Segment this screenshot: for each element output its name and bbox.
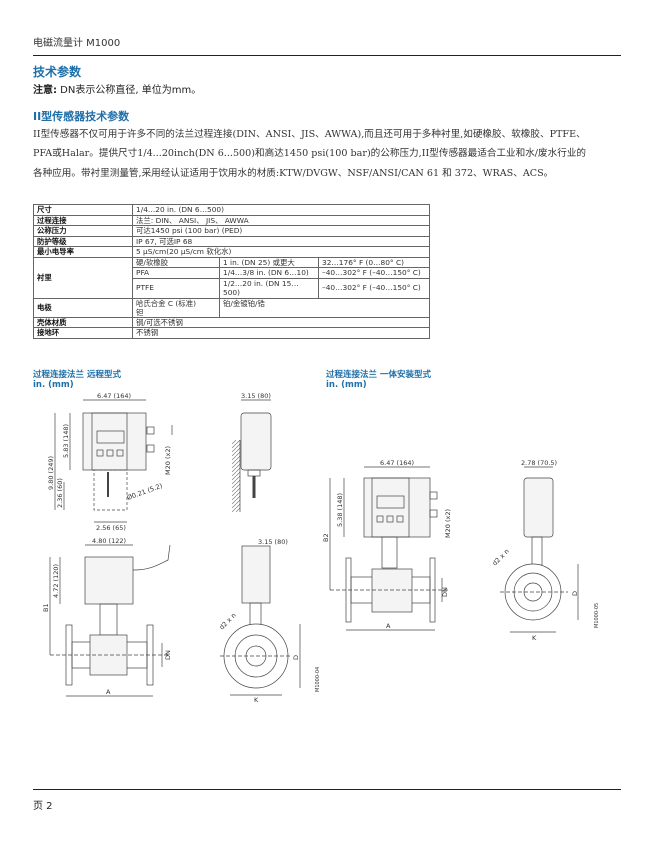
table-row: 电极哈氏合金 C (标准)钽 铂/金镀铂/锆	[33, 297, 430, 318]
row-value: 不锈钢	[132, 327, 430, 339]
dim-label: 2.56 (65)	[96, 524, 126, 532]
dim-label: Ø0.21 (5.2)	[126, 482, 164, 502]
remote-sensor-side: 3.15 (80) d2 x n D K M1000-04	[218, 538, 321, 704]
dim-label: d2 x n	[491, 547, 511, 567]
row-value: 法兰: DIN、 ANSI、 JIS、 AWWA	[132, 214, 430, 226]
dim-label: A	[386, 622, 391, 630]
dim-label: 2.78 (70.5)	[521, 459, 557, 467]
dim-label: 6.47 (164)	[97, 392, 131, 400]
remote-transmitter-front: 6.47 (164) 9.80 (249) 5.83 (148) 2.36 (6…	[47, 392, 173, 532]
figure-code: M1000-05	[594, 603, 600, 628]
dim-label: 3.15 (80)	[241, 392, 271, 400]
row-label: 电极	[33, 297, 133, 318]
page-number: 页 2	[33, 801, 53, 812]
row-value: 1/4…20 in. (DN 6…500)	[132, 204, 430, 216]
remote-transmitter-side: 3.15 (80)	[232, 392, 272, 512]
note-text: DN表示公称直径, 单位为mm。	[57, 85, 202, 96]
row-value: 可达1450 psi (100 bar) (PED)	[132, 225, 430, 237]
table-row: 接地环不锈钢	[33, 327, 430, 339]
figure-code: M1000-04	[315, 667, 321, 692]
footer-rule	[33, 789, 621, 790]
dim-label: 5.38 (148)	[336, 493, 344, 527]
dim-label: 6.47 (164)	[380, 459, 414, 467]
dim-label: A	[106, 688, 111, 696]
dim-label: 2.36 (60)	[56, 478, 64, 508]
dim-label: 5.83 (148)	[62, 424, 70, 458]
dim-label: K	[532, 634, 537, 642]
dim-label: 3.15 (80)	[258, 538, 288, 546]
dim-label: d2 x n	[218, 611, 238, 631]
dim-label: B2	[322, 533, 330, 542]
compact-front: 6.47 (164) 5.38 (148) B2 M20 (x2) DN A	[322, 459, 452, 631]
remote-title: 过程连接法兰 远程型式	[33, 370, 121, 380]
dim-label: 9.80 (249)	[47, 456, 55, 490]
section-title: 技术参数	[33, 65, 82, 79]
dim-label: 4.72 (120)	[52, 564, 60, 598]
dim-label: DN	[441, 587, 449, 597]
sensor-paragraph: II型传感器不仅可用于许多不同的法兰过程连接(DIN、ANSI、JIS、AWWA…	[33, 129, 587, 179]
electrode-value: 钽	[136, 307, 144, 317]
electrode-value: 铂/金镀铂/锆	[219, 297, 430, 318]
compact-units: in. (mm)	[326, 380, 367, 390]
header-rule	[33, 55, 621, 56]
dim-label: K	[254, 696, 259, 704]
compact-side: 2.78 (70.5) d2 x n D K M1000-05	[491, 459, 600, 642]
table-row: 公称压力可达1450 psi (100 bar) (PED)	[33, 225, 430, 237]
dim-label: 4.80 (122)	[92, 537, 126, 545]
dim-label: D	[571, 591, 579, 596]
dim-label: D	[292, 655, 300, 660]
remote-sensor-front: 4.80 (122) 4.72 (120) B1 DN A	[42, 537, 172, 697]
compact-title: 过程连接法兰 一体安装型式	[326, 370, 431, 380]
table-row: 过程连接法兰: DIN、 ANSI、 JIS、 AWWA	[33, 214, 430, 226]
dim-label: DN	[164, 650, 172, 660]
sensor-title: II型传感器技术参数	[33, 110, 130, 123]
note-label: 注意:	[33, 85, 57, 96]
note: 注意: DN表示公称直径, 单位为mm。	[33, 81, 201, 96]
row-value: IP 67, 可选IP 68	[132, 235, 430, 247]
electrode-value: 哈氏合金 C (标准)	[136, 298, 196, 308]
dim-label: B1	[42, 603, 50, 612]
running-header: 电磁流量计 M1000	[33, 38, 121, 49]
remote-units: in. (mm)	[33, 380, 74, 390]
dim-label: M20 (x2)	[444, 509, 452, 538]
dim-label: M20 (x2)	[164, 446, 172, 475]
